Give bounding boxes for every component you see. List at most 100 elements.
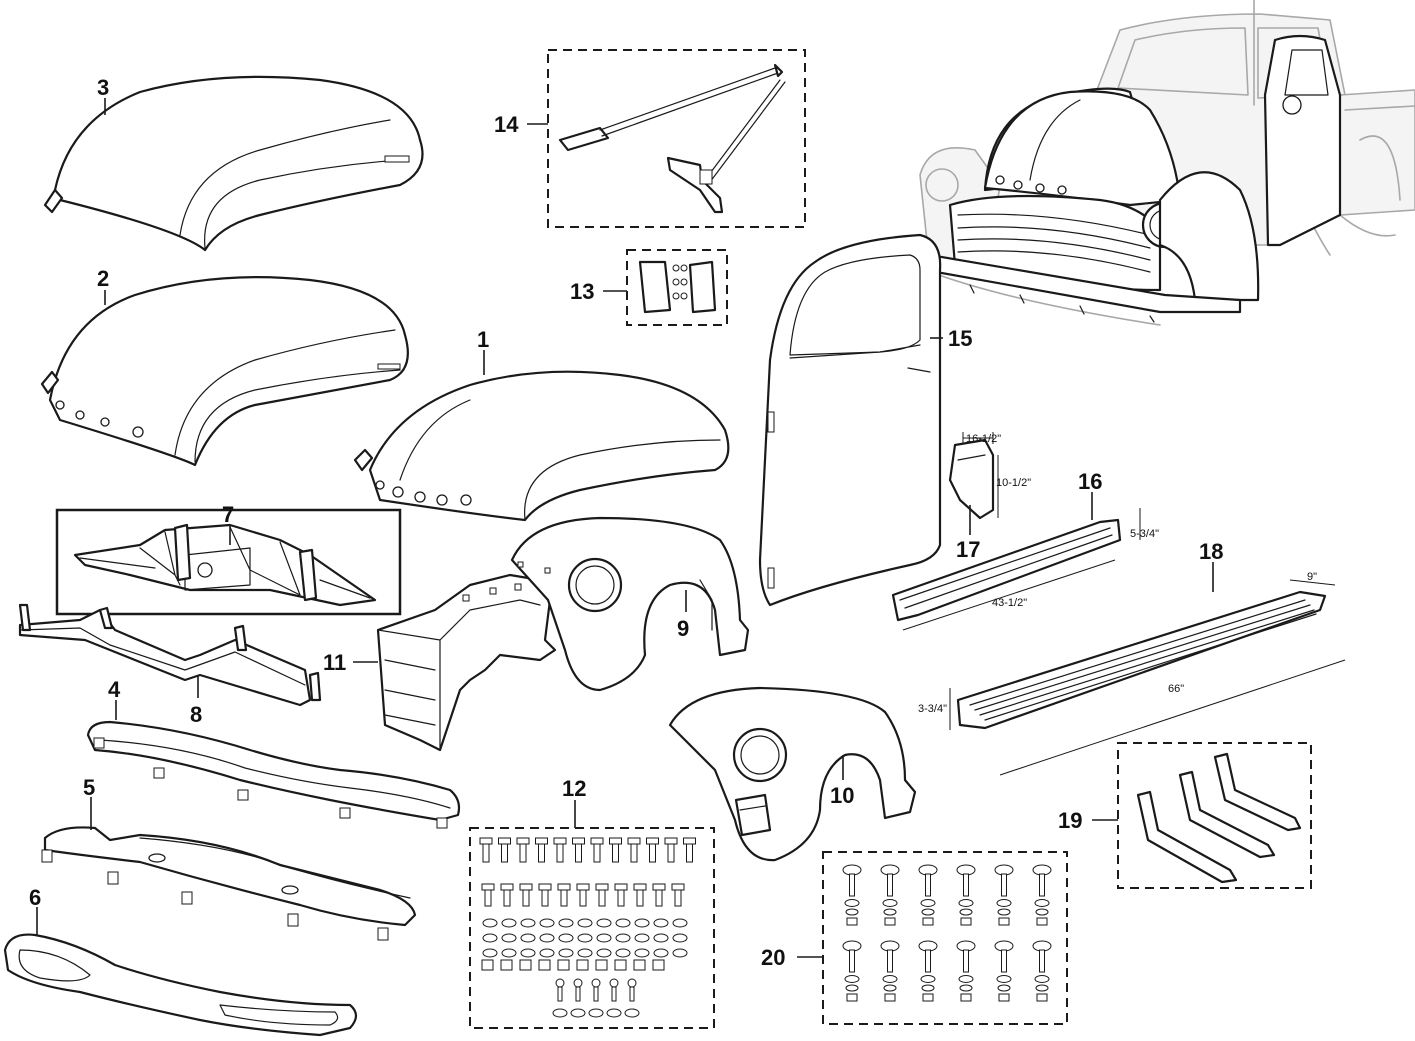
washer [882, 975, 898, 983]
washer [672, 918, 688, 928]
washer [844, 975, 860, 983]
screw-head [591, 978, 601, 988]
bolt-shank [925, 949, 931, 973]
washer [577, 918, 593, 928]
callout-3: 3 [97, 75, 109, 100]
nut [500, 959, 513, 971]
washer [615, 948, 631, 958]
truck-illustration [919, 0, 1415, 326]
screw-shank [575, 843, 582, 863]
screw-shank [636, 889, 644, 907]
part-7-highlight-box [55, 508, 402, 616]
screw-head [479, 837, 493, 845]
screw-shank [629, 986, 635, 1002]
callout-8: 8 [190, 702, 202, 727]
callout-14: 14 [494, 112, 519, 137]
screw-head [646, 837, 659, 845]
part-20-bolts [842, 864, 1052, 1002]
part-14-hood-props [558, 63, 786, 214]
nut [557, 959, 570, 971]
callout-15: 15 [948, 326, 972, 351]
washer [539, 933, 555, 943]
screw-head [664, 837, 678, 845]
nut [922, 993, 934, 1002]
washer [577, 948, 593, 958]
nut [538, 959, 551, 971]
screw-head [516, 837, 530, 845]
washer [558, 948, 574, 958]
nut [633, 959, 646, 971]
screw-head [590, 837, 604, 845]
washer [501, 948, 517, 958]
screw-shank [484, 889, 492, 907]
lock-washer [845, 984, 859, 992]
callout-19: 19 [1058, 808, 1082, 833]
screw-shank [579, 889, 587, 907]
dim-part17-width: 16-1/2" [966, 433, 1001, 445]
part-13-brackets [638, 260, 717, 314]
screw-shank [538, 843, 545, 863]
washer [588, 1008, 604, 1018]
washer [653, 933, 669, 943]
washer [539, 948, 555, 958]
screw-shank [560, 889, 568, 907]
screw-shank [519, 843, 527, 863]
callout-4: 4 [108, 677, 121, 702]
washer [624, 1008, 640, 1018]
part-6-grille-bar-lower [3, 933, 358, 1037]
washer [958, 899, 974, 907]
screw-head [553, 837, 567, 845]
part-16-rocker-panel [891, 508, 1141, 631]
leader-lines [36, 98, 1214, 958]
screw-head [652, 883, 666, 891]
washer [520, 933, 536, 943]
washer [920, 899, 936, 907]
screw-head [538, 883, 552, 891]
part-10-fender [668, 686, 917, 862]
screw-head [500, 883, 514, 891]
screw-head [683, 837, 696, 845]
washer [672, 933, 688, 943]
bolt-shank [925, 873, 931, 897]
nut [614, 959, 627, 971]
washer [596, 918, 612, 928]
screw-head [609, 837, 622, 845]
washer [501, 933, 517, 943]
nut [884, 993, 896, 1002]
screw-shank [593, 986, 599, 1002]
washer [558, 933, 574, 943]
callout-16: 16 [1078, 469, 1102, 494]
callout-13: 13 [570, 279, 594, 304]
part-12-hardware [479, 837, 696, 1018]
screw-shank [598, 889, 606, 907]
screw-head [576, 883, 590, 891]
nut [576, 959, 589, 971]
bolt-shank [1001, 949, 1007, 973]
washer [577, 933, 593, 943]
dim-part18-length: 66" [1168, 683, 1184, 695]
part-3-hood [43, 75, 424, 252]
dimension-labels: 16-1/2" 10-1/2" 5-3/4" 43-1/2" 9" 3-3/4"… [918, 433, 1317, 715]
washer [653, 948, 669, 958]
dim-part18-height: 3-3/4" [918, 703, 947, 715]
callout-7: 7 [222, 502, 234, 527]
screw-shank [503, 889, 511, 907]
screw-head [535, 837, 548, 845]
washer [634, 918, 650, 928]
washer [996, 975, 1012, 983]
screw-head [519, 883, 533, 891]
part-12-box [469, 827, 715, 1029]
lock-washer [997, 984, 1011, 992]
lock-washer [883, 984, 897, 992]
screw-shank [617, 889, 625, 907]
washer [634, 948, 650, 958]
washer [615, 933, 631, 943]
bolt-shank [1039, 949, 1045, 973]
nut [846, 993, 858, 1002]
washer [653, 918, 669, 928]
washer [920, 975, 936, 983]
part-17-corner-panel [948, 432, 999, 520]
part-13-box [626, 249, 728, 326]
screw-shank [674, 889, 682, 907]
screw-shank [501, 843, 508, 863]
